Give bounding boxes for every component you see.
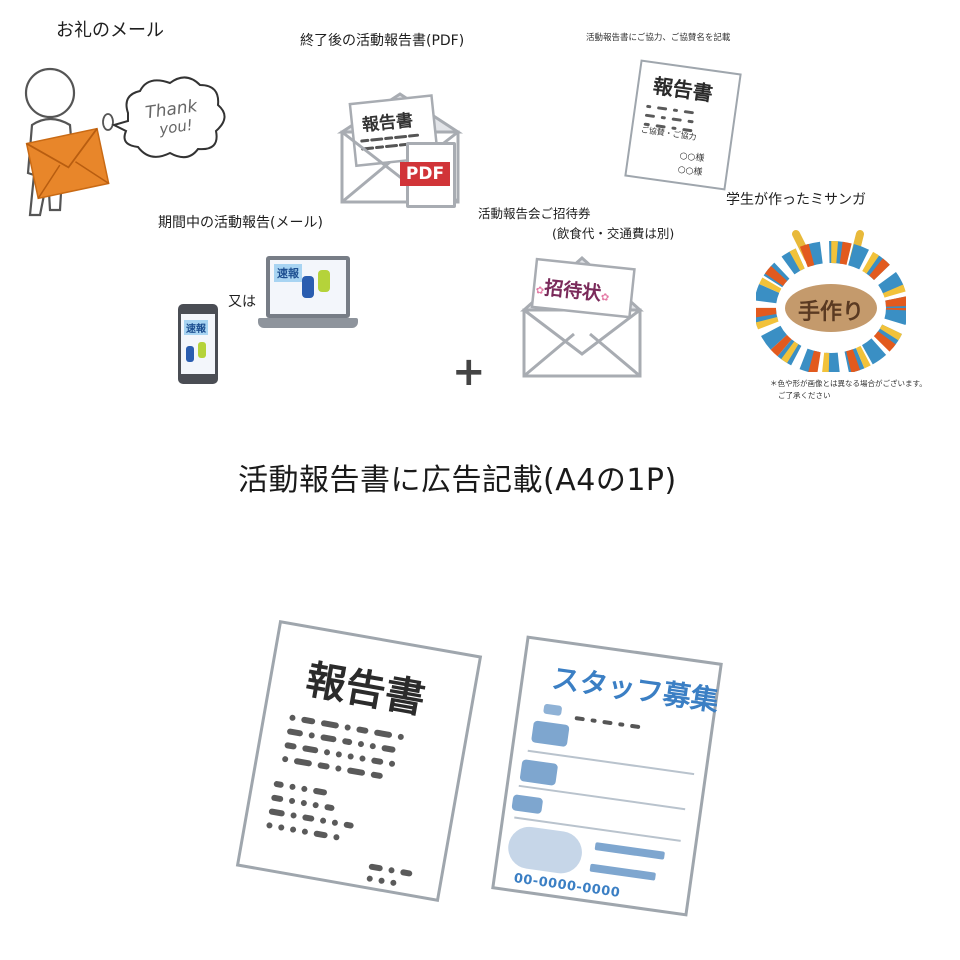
interim-report-label: 期間中の活動報告(メール) [158, 215, 323, 231]
ad-phone-number: 00-0000-0000 [512, 871, 622, 901]
misanga-illustration: 手作り [756, 226, 906, 372]
pdf-report-label: 終了後の活動報告書(PDF) [300, 33, 465, 49]
report-paper-illustration: 報告書 [235, 620, 483, 902]
pdf-tag: PDF [400, 162, 450, 186]
laptop-news-badge: 速報 [274, 264, 302, 282]
laptop-illustration: 速報 [258, 256, 358, 334]
misanga-note-line2: ご了承ください [778, 391, 831, 400]
invitation-label-line1: 活動報告会ご招待券 [478, 206, 591, 221]
ad-section-title: 活動報告書に広告記載(A4の1P) [238, 463, 677, 498]
misanga-label: 学生が作ったミサンガ [726, 192, 866, 208]
phone-illustration: 速報 [164, 304, 228, 408]
invitation-label-line2: (飲食代・交通費は別) [552, 226, 675, 241]
pdf-report-illustration: 報告書 PDF [330, 82, 470, 212]
invitation-envelope-illustration: ✿招待状✿ [520, 250, 644, 380]
or-label: 又は [228, 294, 256, 310]
svg-text:you!: you! [157, 116, 194, 139]
sponsor-name-2: ○○様 [677, 164, 703, 179]
credit-report-paper: 報告書 ご協賛・ご協力 ○○様 ○○様 [624, 59, 742, 191]
handmade-badge: 手作り [797, 300, 864, 325]
plus-icon: + [452, 349, 486, 395]
ad-paper-illustration: スタッフ募集 00-0000-0000 [491, 635, 723, 917]
credit-report-label: 活動報告書にご協力、ご協賛名を記載 [586, 33, 731, 43]
thanks-mail-label: お礼のメール [56, 20, 164, 41]
phone-news-badge: 速報 [184, 320, 208, 335]
thank-you-person-illustration: Thank you! [24, 67, 226, 217]
misanga-note-line1: ＊色や形が画像とは異なる場合がございます。 [770, 379, 927, 388]
